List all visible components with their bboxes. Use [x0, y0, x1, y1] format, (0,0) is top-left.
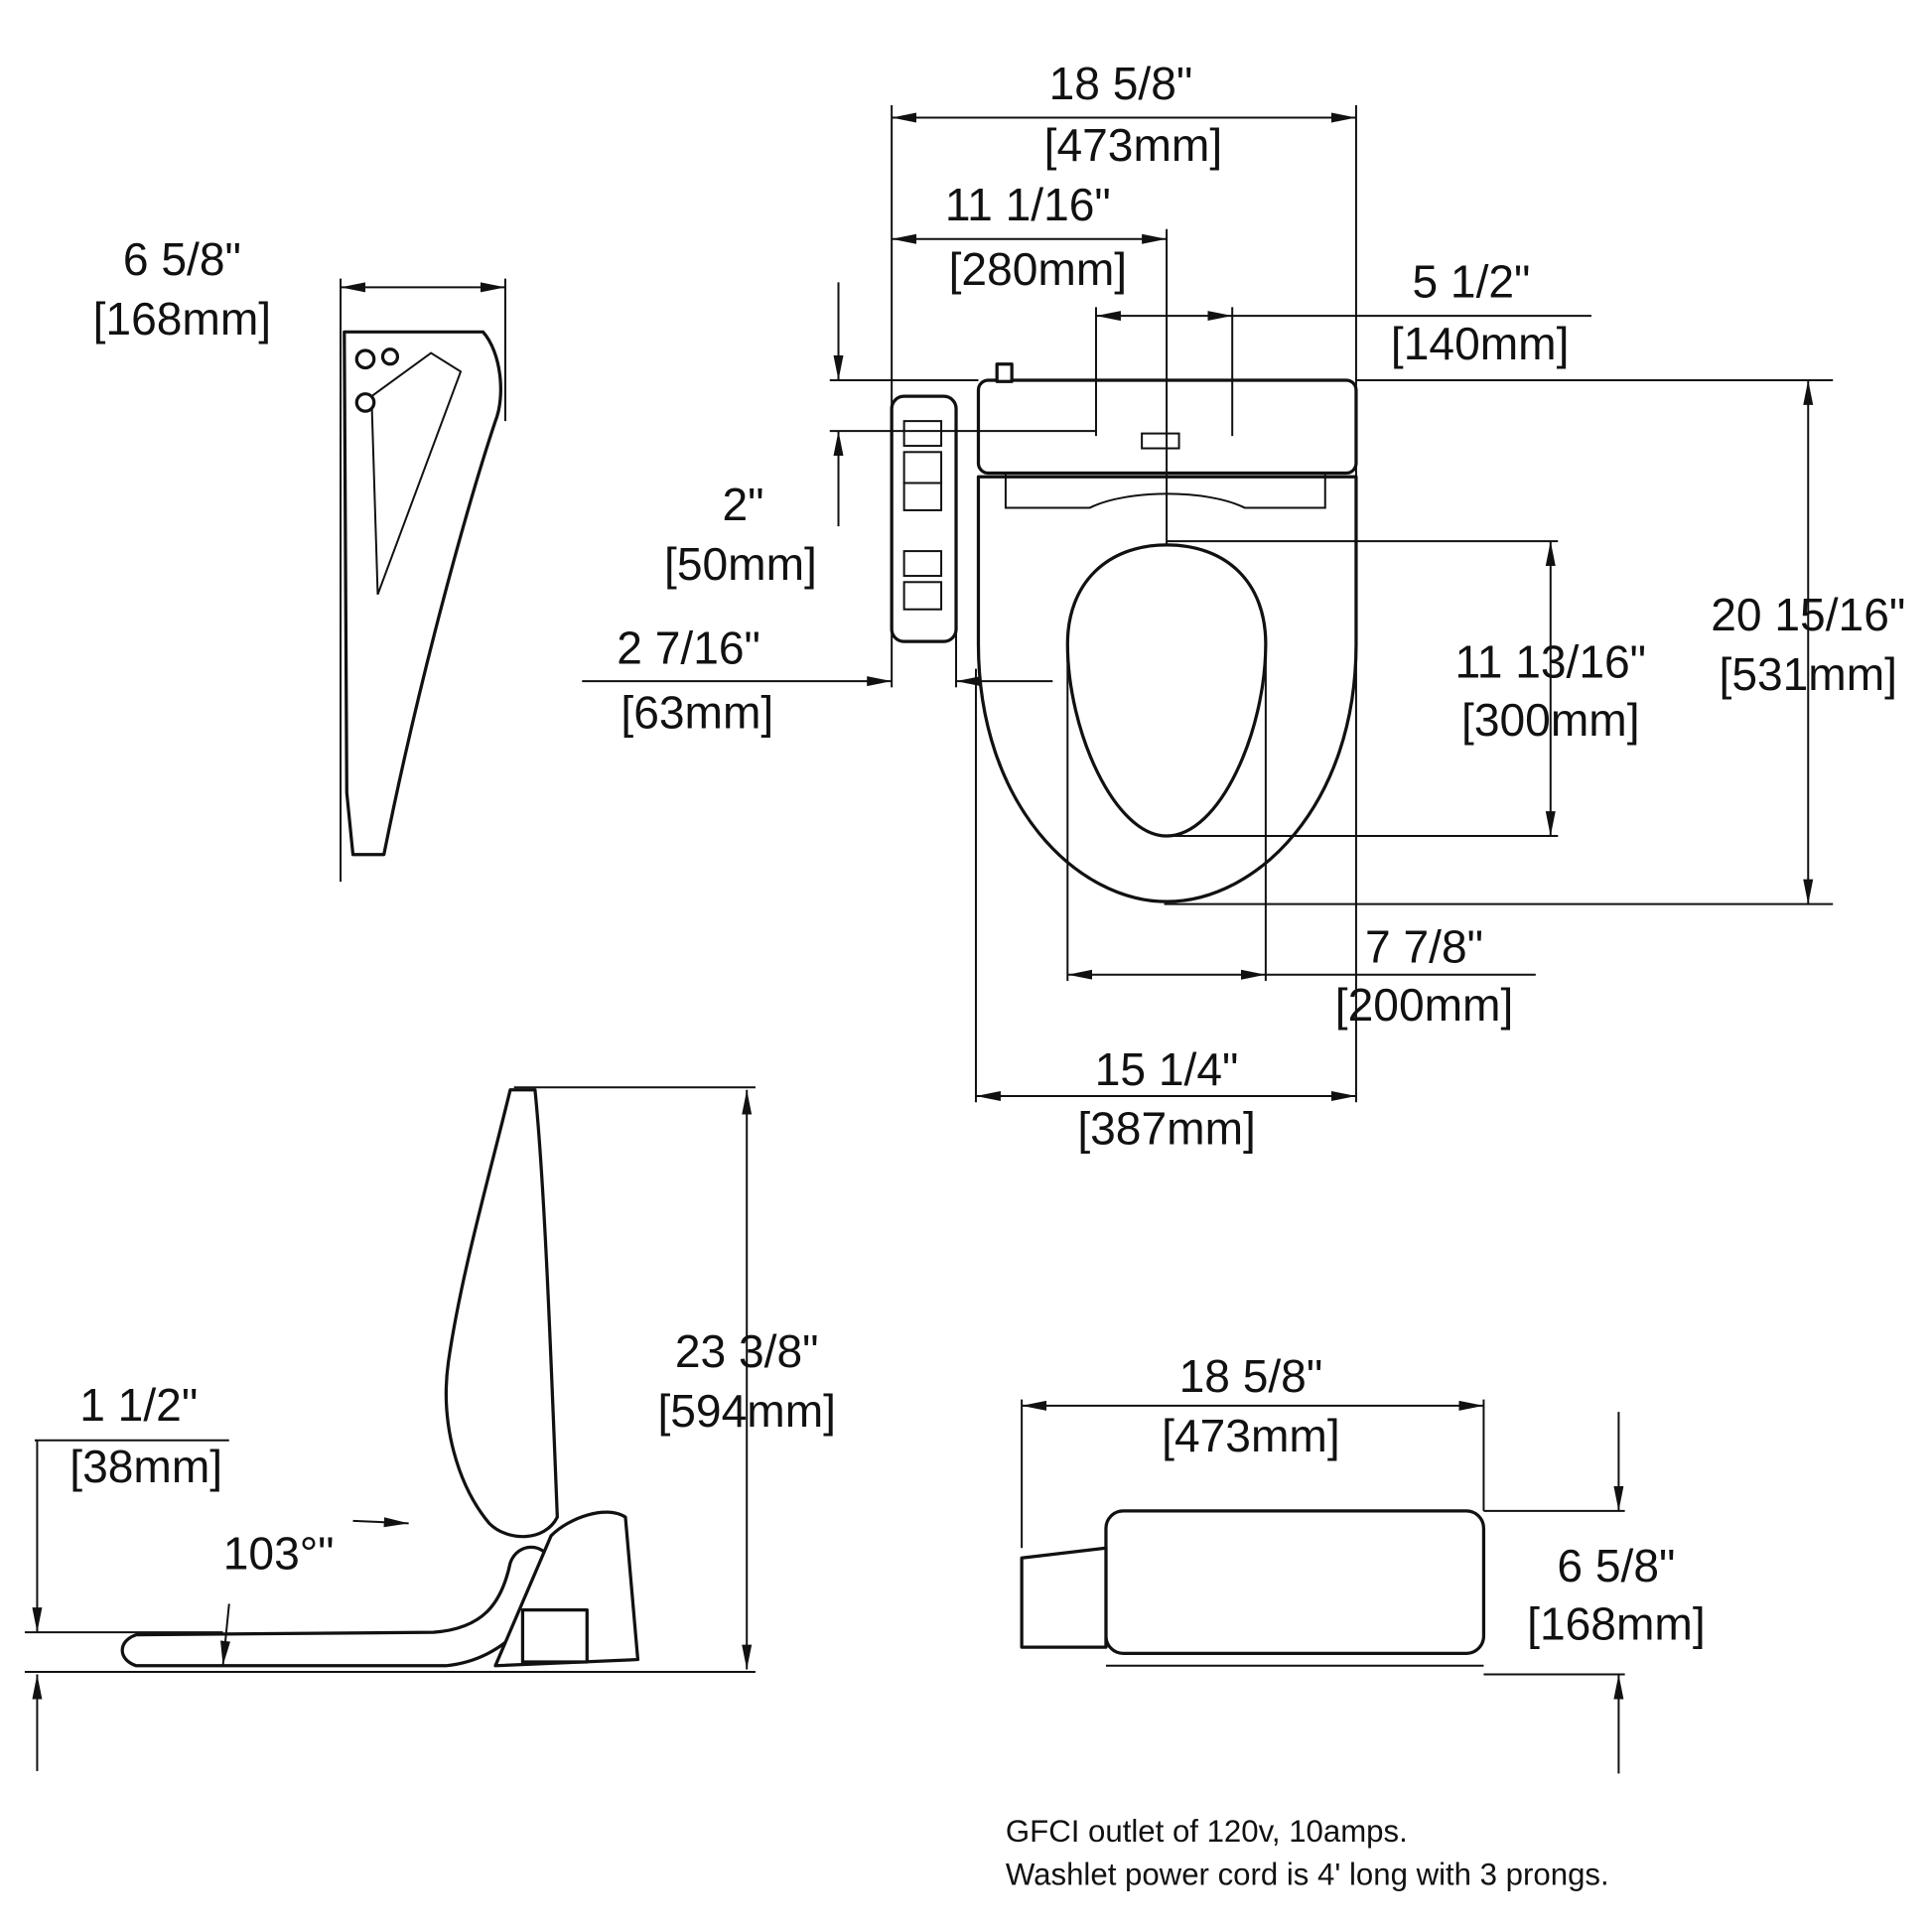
seat-width-in: 15 1/4": [1095, 1043, 1239, 1095]
height-mm: [594mm]: [657, 1385, 836, 1437]
top-view: 18 5/8" [473mm] 11 1/16" [280mm] 5 1/2" …: [582, 58, 1905, 1155]
front-height-mm: [168mm]: [1527, 1598, 1706, 1650]
lid: [444, 1088, 559, 1539]
overall-width-in: 18 5/8": [1049, 58, 1193, 109]
rear-depth-mm: [168mm]: [93, 293, 272, 345]
opening-length-in: 11 13/16": [1455, 635, 1647, 687]
front-width-mm: [473mm]: [1162, 1410, 1340, 1461]
note-power-cord: Washlet power cord is 4' long with 3 pro…: [1006, 1858, 1609, 1892]
bolt-to-back-mm: [50mm]: [664, 538, 817, 590]
bolt-spacing-in: 5 1/2": [1412, 255, 1530, 307]
remote-width-mm: [63mm]: [621, 686, 773, 738]
opening-width-in: 7 7/8": [1365, 920, 1483, 972]
remote-control: [890, 394, 958, 643]
overall-length-mm: [531mm]: [1720, 648, 1898, 700]
front-width-in: 18 5/8": [1179, 1350, 1323, 1402]
opening-length-mm: [300mm]: [1461, 694, 1640, 746]
remote-width-in: 2 7/16": [617, 622, 760, 674]
center-offset-mm: [280mm]: [949, 243, 1128, 295]
bolt-spacing-mm: [140mm]: [1391, 318, 1570, 369]
seat: [120, 1545, 553, 1668]
front-height-in: 6 5/8": [1557, 1540, 1675, 1591]
bolt-to-back-in: 2": [722, 479, 763, 530]
opening-width-mm: [200mm]: [1335, 979, 1513, 1031]
front-view: 18 5/8" [473mm] 6 5/8" [168mm]: [1020, 1350, 1706, 1774]
rear-depth-in: 6 5/8": [123, 233, 241, 285]
lid-angle: 103°": [223, 1528, 335, 1580]
rear-side-view: 6 5/8" [168mm]: [93, 233, 506, 883]
center-offset-in: 11 1/16": [945, 179, 1111, 230]
overall-length-in: 20 15/16": [1711, 589, 1905, 640]
seat-height-mm: [38mm]: [69, 1441, 222, 1492]
seat-height-in: 1 1/2": [79, 1379, 198, 1431]
side-view: 23 3/8" [594mm] 1 1/2" [38mm] 103°": [24, 1086, 836, 1771]
overall-width-mm: [473mm]: [1044, 119, 1223, 171]
note-outlet: GFCI outlet of 120v, 10amps.: [1006, 1814, 1408, 1849]
seat-width-mm: [387mm]: [1077, 1103, 1255, 1155]
height-in: 23 3/8": [675, 1325, 819, 1377]
